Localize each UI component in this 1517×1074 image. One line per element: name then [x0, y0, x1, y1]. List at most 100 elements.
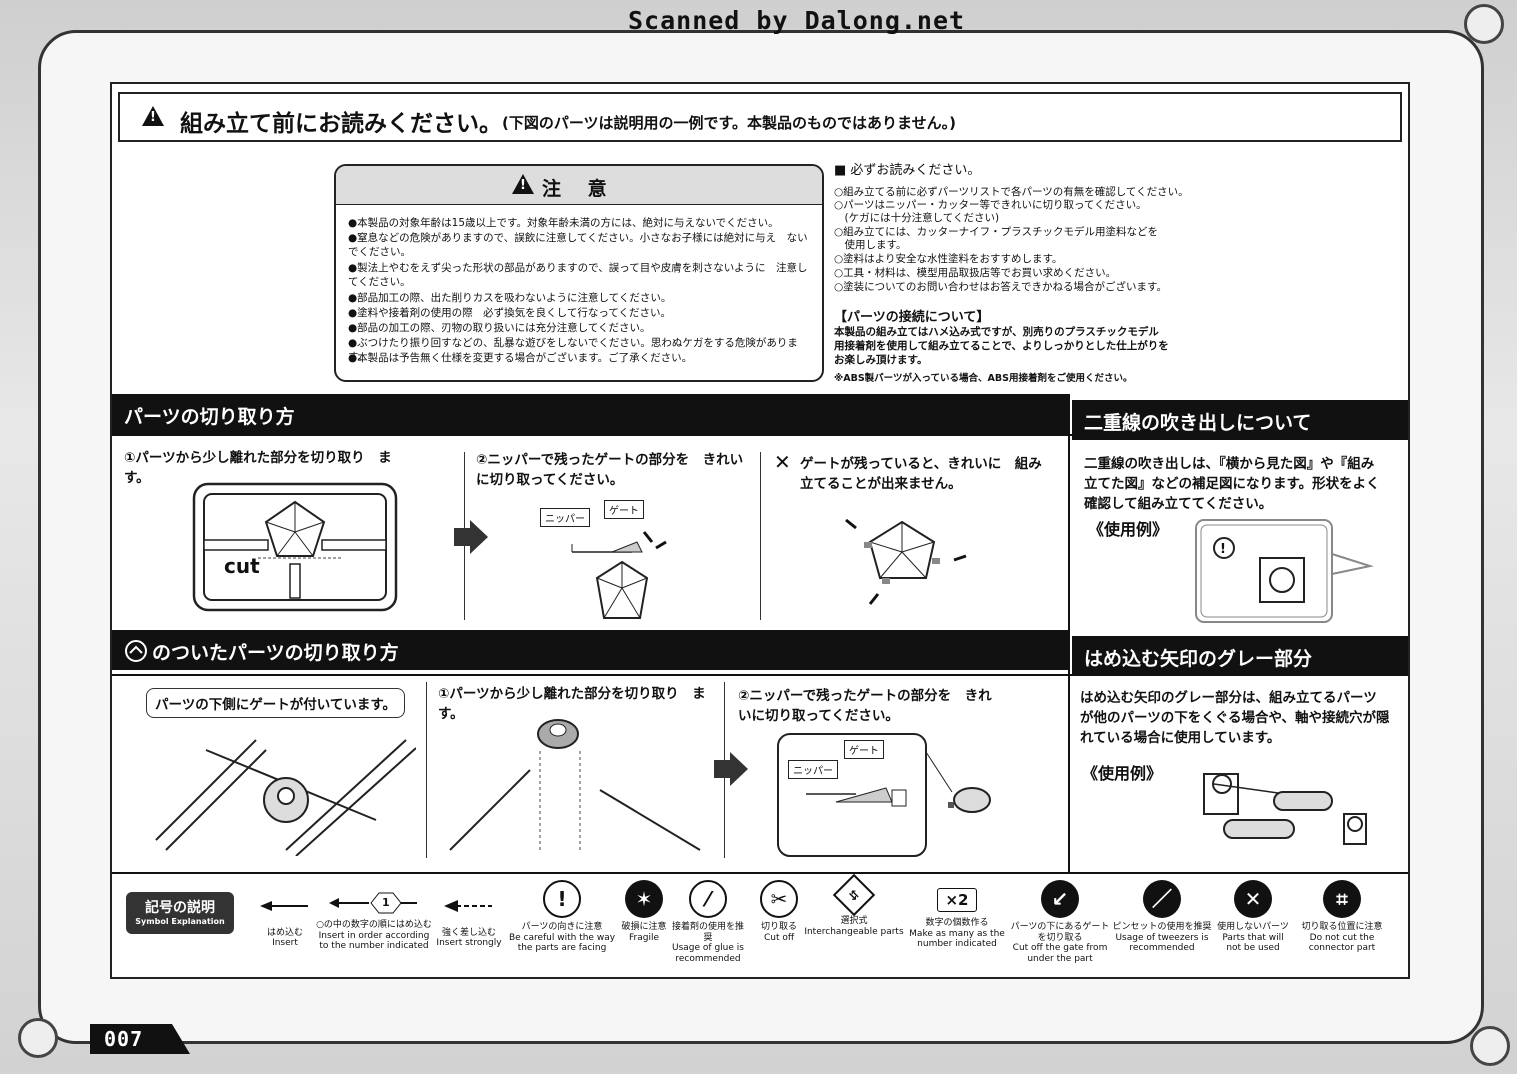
caution-item: ●部品加工の際、出た削りカスを吸わないように注意してください。: [348, 292, 672, 304]
symbol-glue: ⁄ 接着剤の使用を推奨 Usage of glue is recommended: [672, 880, 744, 964]
gear-icon: [1464, 4, 1504, 44]
step-2-text: ②ニッパーで残ったゲートの部分を きれいに切り取ってください。: [738, 688, 992, 724]
section-under-gate-header: のついたパーツの切り取り方: [112, 630, 1068, 670]
caution-item: ●ぶつけたり振り回すなどの、乱暴な遊びをしないでください。思わぬケガをする危険が…: [348, 337, 798, 363]
page-number: 007: [90, 1024, 190, 1054]
caution-title: 注 意: [542, 178, 617, 200]
cut-position-icon: ⌗: [1323, 880, 1361, 918]
caution-item: ●部品の加工の際、刃物の取り扱いには充分注意してください。: [348, 322, 651, 334]
abs-note: ※ABS製パーツが入っている場合、ABS用接着剤をご使用ください。: [834, 373, 1133, 384]
symbol-cut-off: ✂ 切り取る Cut off: [746, 880, 812, 943]
watermark: Scanned by Dalong.net: [628, 6, 966, 35]
step-2-text: ②ニッパーで残ったゲートの部分を きれいに切り取ってください。: [476, 452, 744, 488]
numbered-arrow-icon: 1: [314, 890, 434, 916]
nipper-label: ニッパー: [540, 508, 590, 527]
section-cut-parts-header: パーツの切り取り方: [112, 394, 1068, 434]
dashed-arrow-icon: [444, 900, 492, 912]
bad-gate-diagram: [845, 518, 967, 605]
symbol-careful-facing: ! パーツの向きに注意 Be careful with the way the …: [506, 880, 618, 954]
step-1-text: ①パーツから少し離れた部分を切り取り ます。: [124, 450, 392, 486]
symbol-fragile: ✶ 破損に注意 Fragile: [612, 880, 676, 943]
gate-diagram: [571, 531, 667, 619]
divider: [112, 674, 1408, 676]
symbol-interchangeable: ⇆ 選択式 Interchangeable parts: [802, 873, 906, 937]
legend-title: 記号の説明: [145, 900, 215, 916]
must-read-item: ○パーツはニッパー・カッター等できれいに切り取ってください。: [834, 199, 1147, 211]
caution-item: ●製法上やむをえず尖った形状の部品がありますので、誤って目や皮膚を刺さないように…: [348, 262, 808, 288]
gray-arrow-diagram: [1203, 773, 1367, 845]
fragile-icon: ✶: [625, 880, 663, 918]
must-read-title: ■ 必ずお読みください。: [834, 163, 981, 178]
legend-subtitle: Symbol Explanation: [135, 917, 225, 926]
gear-icon: [1470, 1026, 1510, 1066]
x-icon: ✕: [1234, 880, 1272, 918]
caution-item: ●本製品の対象年齢は15歳以上です。対象年齢未満の方には、絶対に与えないでくださ…: [348, 217, 779, 229]
instruction-page: 組み立て前にお読みください。 (下図のパーツは説明用の一例です。本製品のものでは…: [110, 82, 1410, 979]
runner-under-diagram: [155, 739, 416, 856]
must-read-item: (ケガには十分注意してください): [834, 212, 1000, 224]
divider: [1068, 394, 1070, 872]
symbol-tweezers: ／ ピンセットの使用を推奨 Usage of tweezers is recom…: [1110, 880, 1214, 954]
nipper-icon: ✂: [760, 880, 798, 918]
under-gate-icon: [125, 640, 147, 662]
glue-icon: ⁄: [689, 880, 727, 918]
exclamation-icon: !: [543, 880, 581, 918]
page-subtitle: (下図のパーツは説明用の一例です。本製品のものではありません。): [502, 114, 956, 132]
section-title: はめ込む矢印のグレー部分: [1084, 648, 1313, 670]
must-read-item: ○工具・材料は、模型用品取扱店等でお買い求めください。: [834, 267, 1117, 279]
symbol-insert-strongly: 強く差し込む Insert strongly: [434, 896, 504, 949]
connection-line: 本製品の組み立てはハメ込み式ですが、別売りのプラスチックモデル: [834, 326, 1159, 338]
symbol-insert: はめ込む Insert: [250, 896, 320, 949]
connection-line: 用接着剤を使用して組み立てることで、よりしっかりとした仕上がりを: [834, 340, 1169, 352]
must-read-item: ○塗装についてのお問い合わせはお答えできかねる場合がございます。: [834, 281, 1167, 293]
divider: [112, 872, 1408, 874]
symbol-insert-order: 1 ○の中の数字の順にはめ込む Insert in order accordin…: [314, 890, 434, 952]
caution-item: ●塗料や接着剤の使用の際 必ず換気を良くして行なってください。: [348, 307, 672, 319]
example-label: 《使用例》: [1088, 520, 1169, 539]
gate-label: ゲート: [604, 500, 644, 519]
caution-item: ●本製品は予告無く仕様を変更する場合がございます。ご了承ください。: [348, 352, 693, 364]
section-gray-arrow-header: はめ込む矢印のグレー部分: [1072, 636, 1408, 676]
nipper-under-diagram: [777, 733, 991, 857]
symbol-legend-label: 記号の説明 Symbol Explanation: [126, 892, 234, 934]
cut-label: cut: [224, 554, 260, 578]
header: 組み立て前にお読みください。 (下図のパーツは説明用の一例です。本製品のものでは…: [118, 92, 1402, 142]
caution-header: 注 意: [336, 166, 822, 205]
step-3-text: ゲートが残っていると、きれいに 組み立てることが出来ません。: [800, 456, 1042, 492]
double-line-text: 二重線の吹き出しは、『横から見た図』や『組み立てた図』などの補足図になります。形…: [1084, 456, 1380, 512]
arrow-right-icon: [454, 520, 488, 554]
must-read-item: ○組み立てる前に必ずパーツリストで各パーツの有無を確認してください。: [834, 186, 1189, 198]
example-label: 《使用例》: [1082, 764, 1163, 783]
tweezers-icon: ／: [1143, 880, 1181, 918]
symbol-make-many: ×2 数字の個数作る Make as many as the number in…: [906, 888, 1008, 950]
connection-title: 【パーツの接続について】: [834, 310, 990, 325]
arrow-left-icon: [260, 901, 308, 911]
x-mark: ✕: [774, 450, 791, 474]
page-title: 組み立て前にお読みください。: [180, 111, 502, 137]
divider: [760, 452, 761, 620]
warning-icon: [512, 174, 534, 194]
section-title: パーツの切り取り方: [124, 406, 295, 428]
symbol-not-used: ✕ 使用しないパーツ Parts that will not be used: [1214, 880, 1292, 954]
under-gate-icon: ↙: [1041, 880, 1079, 918]
multiply-icon: ×2: [937, 888, 977, 912]
caution-box: 注 意 ●本製品の対象年齢は15歳以上です。対象年齢未満の方には、絶対に与えない…: [334, 164, 824, 382]
section-title: のついたパーツの切り取り方: [152, 642, 399, 664]
svg-text:!: !: [1220, 542, 1226, 557]
connection-line: お楽しみ頂けます。: [834, 354, 928, 366]
double-line-bubble: !: [1195, 519, 1374, 623]
symbol-cut-position: ⌗ 切り取る位置に注意 Do not cut the connector par…: [1292, 880, 1392, 954]
step-1-text: ①パーツから少し離れた部分を切り取り ます。: [438, 686, 706, 722]
warning-icon: [142, 106, 164, 126]
must-read-item: ○組み立てには、カッターナイフ・プラスチックモデル用塗料などを: [834, 226, 1158, 238]
gear-icon: [18, 1018, 58, 1058]
cut-under-diagram: [449, 719, 701, 851]
section-title: 二重線の吹き出しについて: [1084, 412, 1312, 434]
arrow-right-icon: [714, 752, 748, 786]
must-read-item: ○塗料はより安全な水性塗料をおすすめします。: [834, 253, 1063, 265]
runner-diagram: [192, 482, 398, 612]
nipper-label: ニッパー: [788, 760, 838, 779]
gray-arrow-text: はめ込む矢印のグレー部分は、組み立てるパーツが他のパーツの下をくぐる場合や、軸や…: [1080, 690, 1390, 746]
gate-label: ゲート: [844, 740, 884, 759]
symbol-cut-under: ↙ パーツの下にあるゲートを切り取る Cut off the gate from…: [1010, 880, 1110, 964]
